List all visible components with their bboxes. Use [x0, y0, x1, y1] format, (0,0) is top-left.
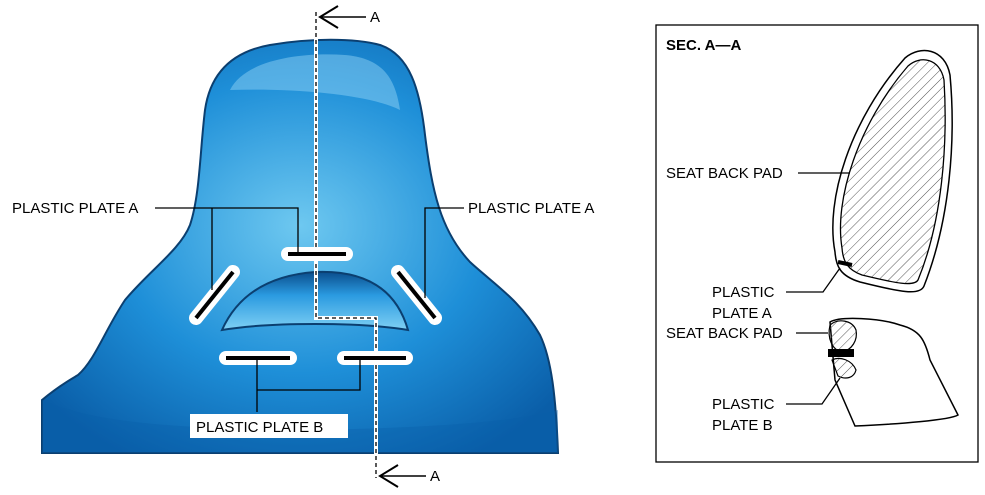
label-plastic-plate-a-left: PLASTIC PLATE A [12, 200, 138, 217]
section-line [314, 12, 378, 478]
seat-back-body [41, 38, 560, 454]
section-arrow-top: A [318, 5, 380, 29]
label-plastic-b-line1: PLASTIC [712, 396, 775, 413]
upper-plastic-plate [837, 260, 853, 267]
label-plastic-a-line2: PLATE A [712, 305, 772, 322]
lower-plastic-plate [828, 349, 854, 357]
seat-back-illustration [41, 38, 560, 454]
section-view-title: SEC. A—A [666, 37, 741, 54]
seat-lower-shade [42, 400, 558, 453]
label-plastic-plate-a-right: PLASTIC PLATE A [468, 200, 594, 217]
section-leader-lines [786, 172, 850, 405]
label-plastic-plate-b-bg [190, 414, 348, 438]
plastic-plates [189, 247, 442, 365]
section-mark-top: A [370, 9, 380, 26]
lower-pad-hatch-top [828, 320, 857, 353]
lower-pad-hatch-bottom [831, 357, 857, 379]
label-seat-back-pad-upper: SEAT BACK PAD [666, 165, 783, 182]
section-view-panel: SEC. A—A SEAT BACK PAD PLASTIC PLATE A S… [655, 24, 979, 463]
section-arrow-bottom: A [378, 464, 440, 488]
lower-pad-outline [829, 317, 959, 427]
label-plastic-a-line1: PLASTIC [712, 284, 775, 301]
section-mark-bottom: A [430, 468, 440, 485]
upper-pad-hatch [839, 59, 946, 285]
label-plastic-b-line2: PLATE B [712, 417, 773, 434]
label-plastic-plate-b: PLASTIC PLATE B [196, 419, 323, 436]
leader-lines [155, 207, 464, 412]
label-seat-back-pad-lower: SEAT BACK PAD [666, 325, 783, 342]
